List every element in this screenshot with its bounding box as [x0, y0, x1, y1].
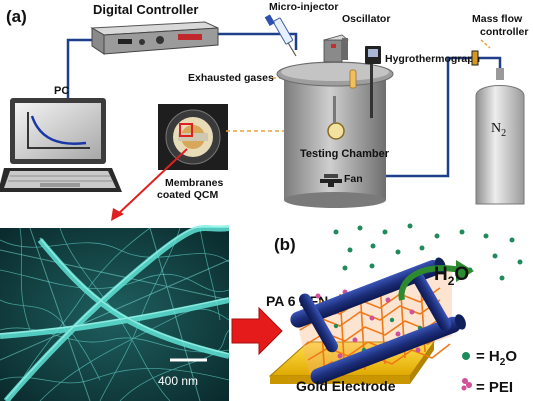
n2-main: N	[491, 121, 501, 136]
pc-laptop	[0, 98, 122, 192]
big-red-arrow	[231, 306, 283, 356]
fan-icon	[320, 174, 342, 187]
zoom-arrow-red	[111, 148, 188, 221]
pc-label: PC	[54, 85, 69, 97]
legend-h2o-end: O	[505, 348, 517, 365]
qcm-photo	[158, 104, 228, 170]
panel-a-label: (a)	[6, 7, 27, 26]
h2o-label: H2O	[434, 264, 469, 288]
gold-electrode-label: Gold Electrode	[296, 378, 396, 394]
micro-injector-syringe	[264, 14, 297, 57]
h2o-main: H	[434, 264, 448, 285]
n2-label: N2	[491, 121, 506, 139]
testing-chamber	[276, 61, 394, 208]
hygrothermograph	[365, 46, 381, 64]
legend-pei-label: = PEI	[476, 379, 513, 396]
connection-wires	[66, 32, 502, 178]
testing-chamber-label: Testing Chamber	[300, 148, 390, 160]
legend: = H2O = PEI	[461, 348, 517, 396]
exhausted-gases-label: Exhausted gases	[188, 72, 274, 84]
desorption-arrow-icon	[398, 260, 474, 301]
mass-flow-label-line2: controller	[480, 26, 528, 38]
h2o-end: O	[454, 264, 469, 285]
legend-h2o-main: = H	[476, 348, 500, 365]
legend-h2o-label: = H2O	[476, 348, 517, 368]
hygrothermograph-label: Hygrothermograph	[385, 53, 480, 65]
legend-pei-swatch	[461, 378, 472, 391]
scale-bar-label: 400 nm	[158, 374, 198, 388]
fan-label: Fan	[344, 173, 363, 185]
legend-h2o-swatch	[462, 352, 470, 360]
qcm-label-line1: Membranes	[165, 177, 224, 189]
mass-flow-label-line1: Mass flow	[472, 13, 523, 25]
qcm-label-line2: coated QCM	[157, 189, 219, 201]
mass-flow-controller	[471, 39, 491, 66]
digital-controller	[90, 21, 219, 55]
digital-controller-label: Digital Controller	[93, 2, 198, 17]
micro-injector-label: Micro-injector	[269, 1, 338, 13]
legend-h2o-sub: 2	[500, 357, 506, 368]
n2-sub: 2	[501, 128, 506, 139]
h2o-sub: 2	[448, 274, 455, 288]
n2-gas-cylinder	[475, 68, 525, 205]
sem-image	[0, 225, 230, 401]
electrode-rods	[290, 257, 466, 385]
panel-b-label: (b)	[274, 235, 296, 254]
oscillator	[323, 34, 349, 63]
nanofiber-mesh	[296, 268, 452, 386]
oscillator-label: Oscillator	[342, 13, 390, 25]
